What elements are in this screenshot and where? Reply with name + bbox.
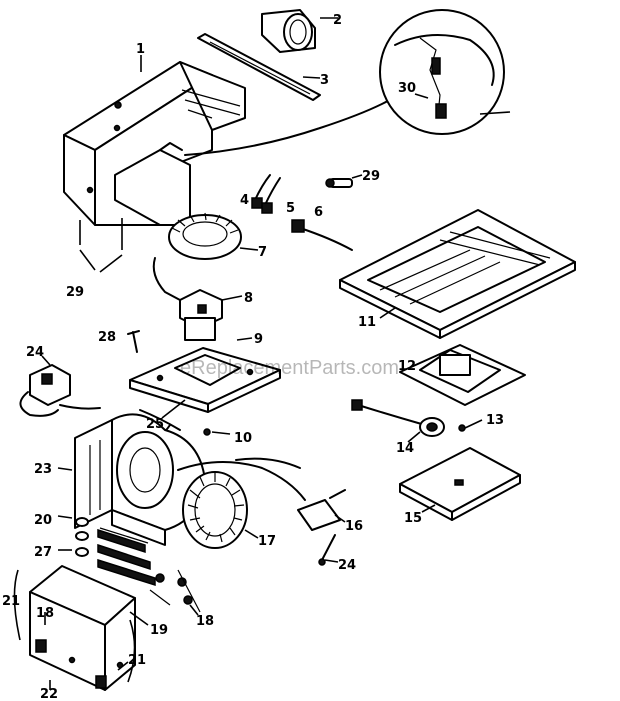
callout-16: 16	[345, 519, 363, 534]
duct-collar	[261, 9, 316, 53]
callout-19: 19	[150, 623, 168, 638]
motor	[152, 257, 223, 341]
grille-frame	[339, 209, 576, 339]
callout-9: 9	[254, 332, 263, 347]
mounting-rail	[197, 33, 321, 101]
callout-7: 7	[258, 245, 267, 260]
callout-14: 14	[396, 441, 414, 456]
callout-6: 6	[314, 205, 323, 220]
control-box	[29, 565, 136, 691]
callout-27: 27	[34, 545, 52, 560]
clips	[149, 569, 201, 613]
side-clip-left	[13, 569, 21, 641]
screw-top	[325, 178, 353, 188]
callout-21a: 21	[2, 594, 20, 609]
motor-gear	[168, 212, 242, 260]
lens-cover	[399, 447, 521, 521]
leader-lines	[41, 17, 483, 690]
power-cord	[184, 94, 399, 156]
callout-30: 30	[398, 81, 416, 96]
callout-18a: 18	[36, 606, 54, 621]
callout-20: 20	[34, 513, 52, 528]
callout-21b: 21	[128, 653, 146, 668]
callout-4: 4	[240, 193, 249, 208]
callout-15: 15	[404, 511, 422, 526]
callout-1: 1	[136, 42, 145, 57]
terminal-strips	[75, 517, 156, 587]
callout-25: 25	[146, 417, 164, 432]
housing-box	[63, 61, 246, 226]
callout-23: 23	[34, 462, 52, 477]
damper	[297, 489, 346, 566]
callout-8: 8	[244, 291, 253, 306]
callout-13: 13	[486, 413, 504, 428]
callout-labels: 1 2 3 4 5 6 7 8 9 10 11 12 13 14 15 16 1…	[2, 13, 504, 701]
terminal-block	[19, 364, 101, 417]
callout-24a: 24	[26, 345, 44, 360]
blower-wheel	[182, 471, 248, 549]
callout-22: 22	[40, 687, 58, 701]
callout-3: 3	[320, 73, 329, 88]
callout-11: 11	[358, 315, 376, 330]
lamp-socket	[351, 399, 466, 437]
side-clip-right	[127, 619, 136, 683]
screw-left	[127, 330, 140, 353]
callout-12: 12	[398, 359, 416, 374]
callout-28: 28	[98, 330, 116, 345]
callout-29b: 29	[66, 285, 84, 300]
callout-24b: 24	[338, 558, 356, 573]
mounting-plate	[129, 347, 281, 413]
screw-plate	[203, 428, 231, 436]
callout-10: 10	[234, 431, 252, 446]
lamp-housing	[399, 344, 526, 406]
blower-housing	[74, 413, 206, 546]
callout-5: 5	[286, 201, 295, 216]
wire-connectors	[251, 174, 281, 214]
cable-connector	[291, 219, 353, 251]
detail-inset	[379, 9, 511, 135]
callout-2: 2	[333, 13, 342, 28]
watermark: eReplacementParts.com	[180, 357, 399, 379]
callout-17: 17	[258, 534, 276, 549]
callout-29a: 29	[362, 169, 380, 184]
callout-18b: 18	[196, 614, 214, 629]
wheel-shroud	[177, 461, 306, 501]
